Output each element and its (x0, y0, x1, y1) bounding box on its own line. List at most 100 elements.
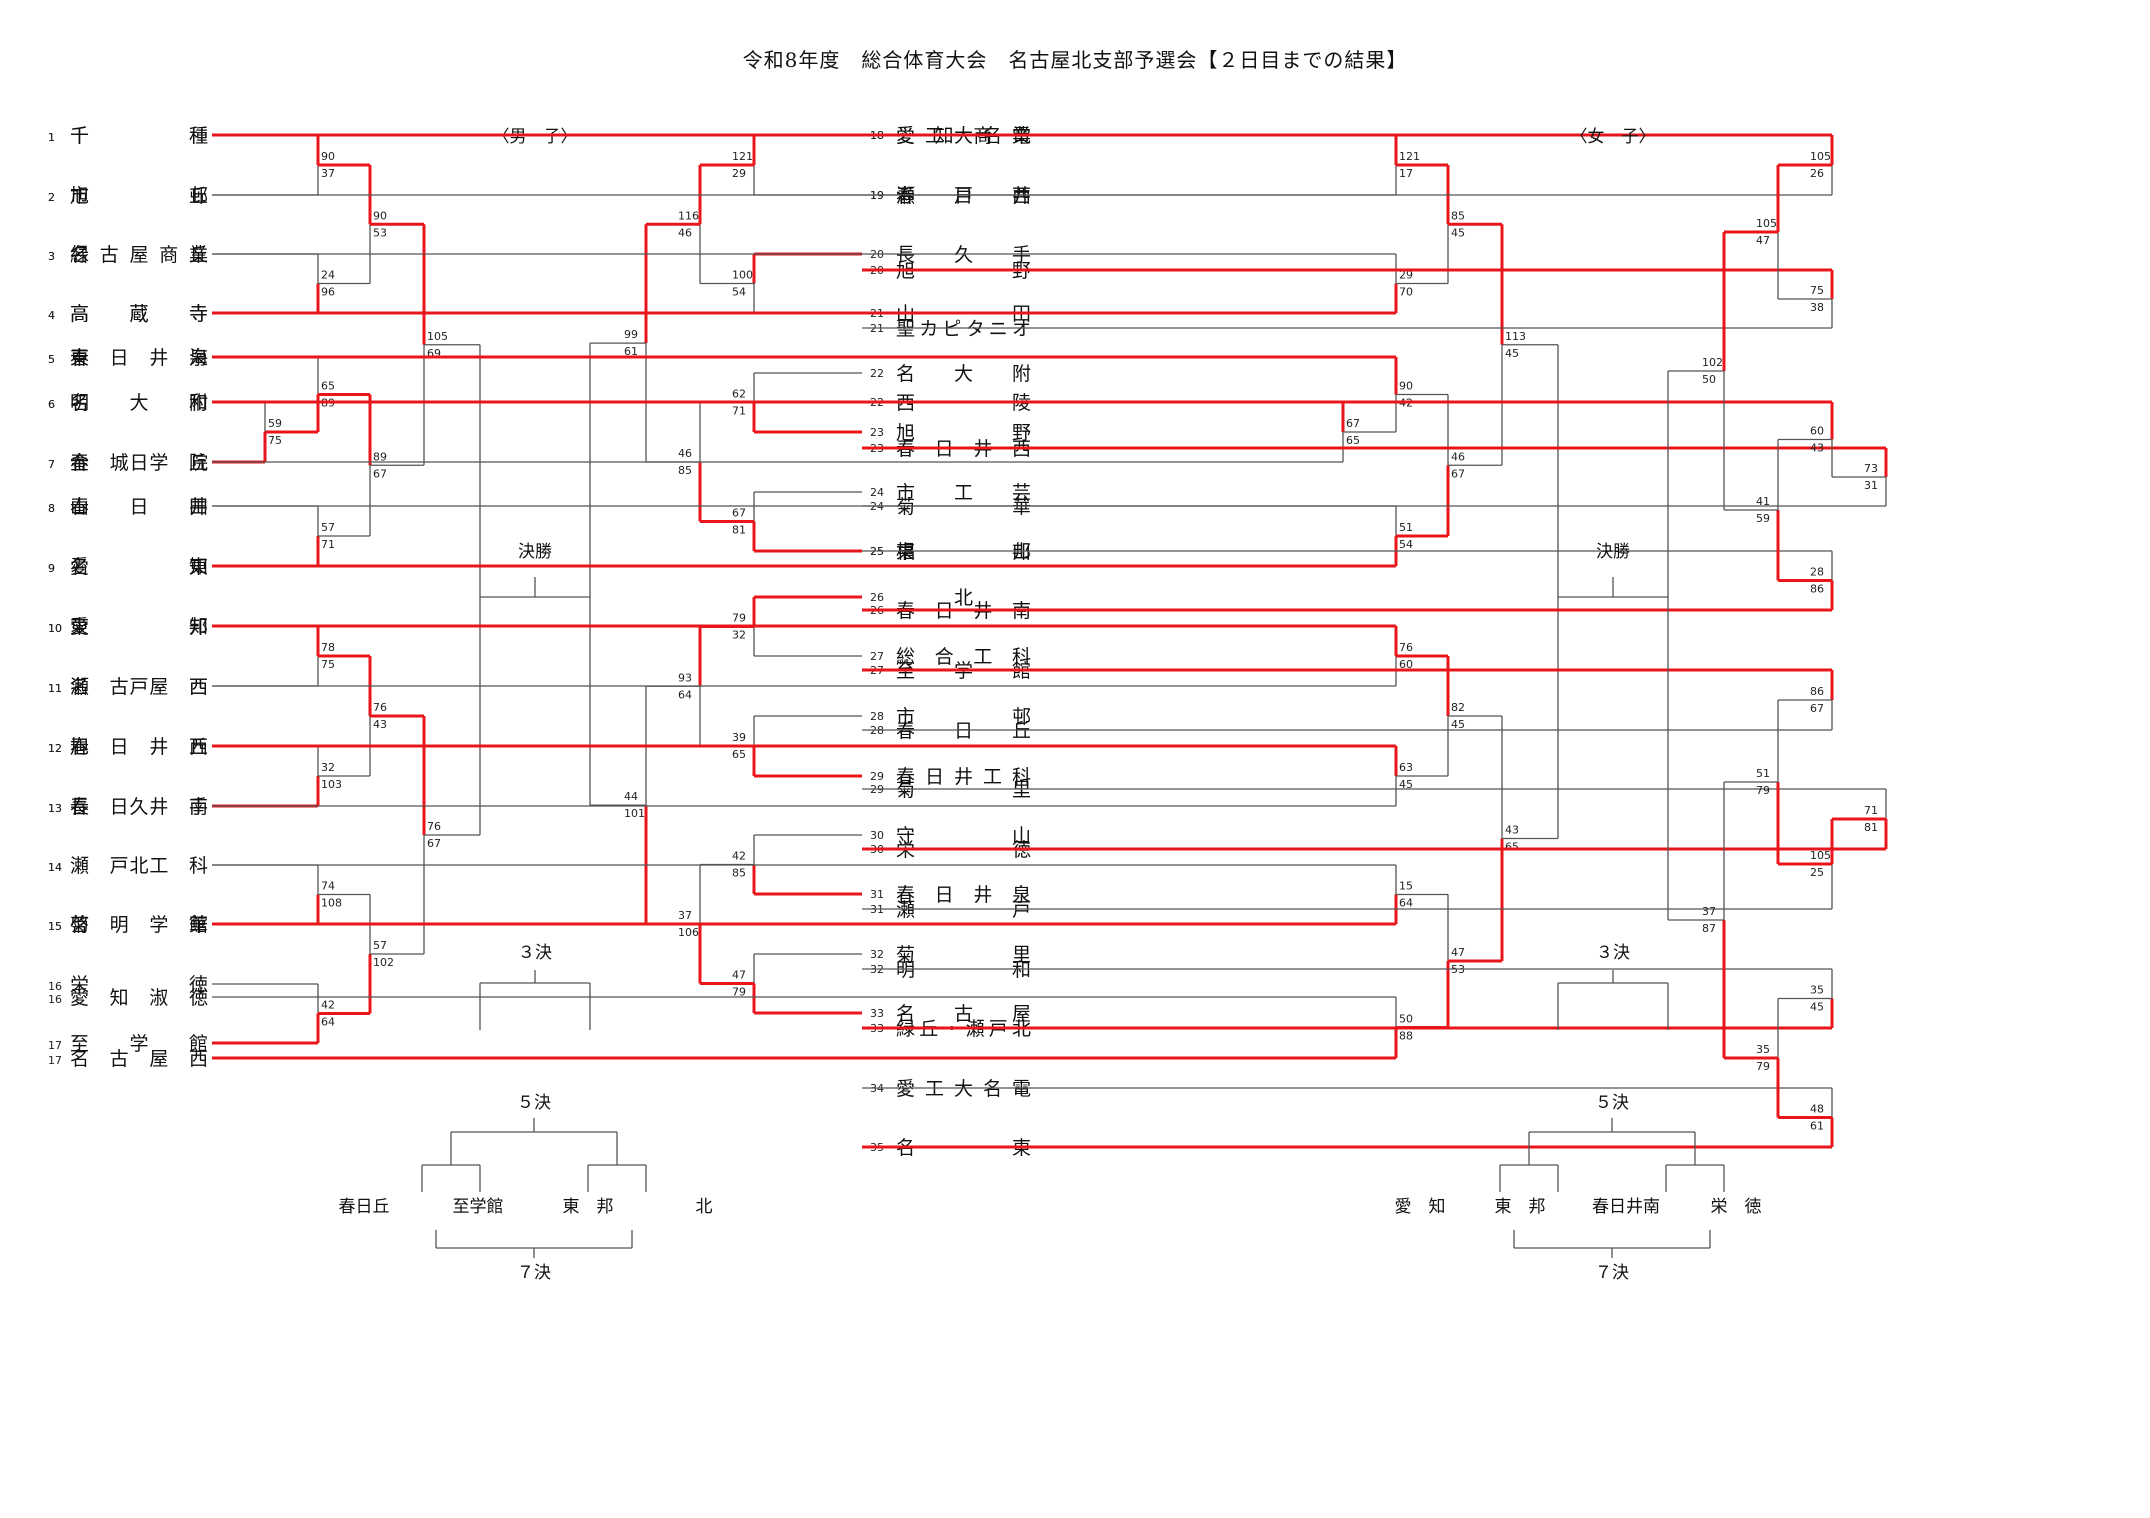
section-label: 〈男 子〉 (493, 127, 578, 147)
match-score-bottom: 64 (1399, 897, 1413, 910)
team-name: 愛 知 (70, 556, 208, 578)
final-label: 決勝 (1596, 542, 1630, 562)
match-score-bottom: 43 (373, 718, 387, 731)
placement-team: 東 邦 (563, 1197, 614, 1217)
match-score-top: 46 (678, 447, 692, 460)
team-name: 緑 丘 (70, 244, 208, 266)
team-number: 15 (48, 920, 62, 933)
team-number: 7 (48, 458, 55, 471)
team-name: 菊 華 (896, 496, 1031, 518)
match-score-bottom: 17 (1399, 167, 1413, 180)
match-score-bottom: 37 (321, 167, 335, 180)
team-number: 9 (48, 562, 55, 575)
match-score-bottom: 87 (1702, 922, 1716, 935)
team-name: 北 (129, 855, 148, 877)
seventh-place-label: ７決 (1595, 1263, 1629, 1283)
team-number: 11 (48, 682, 62, 695)
match-score-bottom: 106 (678, 926, 699, 939)
team-name: 守 山 (896, 825, 1031, 847)
placement-team: 春日井南 (1592, 1197, 1660, 1217)
team-number: 16 (48, 993, 62, 1006)
team-number: 16 (48, 980, 62, 993)
placement-team: 北 (696, 1197, 713, 1217)
seventh-place-label: ７決 (517, 1263, 551, 1283)
match-score-top: 105 (1810, 849, 1831, 862)
match-score-top: 28 (1810, 566, 1824, 579)
match-score-top: 113 (1505, 330, 1526, 343)
match-score-top: 76 (1399, 641, 1413, 654)
match-score-bottom: 65 (1346, 434, 1360, 447)
match-score-top: 121 (1399, 150, 1420, 163)
team-name: 名 東 (70, 556, 208, 578)
team-name: 名古屋商業 (70, 244, 208, 266)
team-number: 17 (48, 1054, 62, 1067)
match-score-bottom: 31 (1864, 479, 1878, 492)
match-score-bottom: 64 (678, 688, 692, 701)
team-name: 菊 里 (896, 779, 1031, 801)
match-score-bottom: 26 (1810, 167, 1824, 180)
team-number: 22 (870, 367, 884, 380)
match-score-bottom: 61 (1810, 1120, 1824, 1133)
match-score-top: 116 (678, 209, 699, 222)
team-name: 明 和 (896, 959, 1031, 981)
match-score-top: 50 (1399, 1013, 1413, 1026)
match-score-top: 90 (373, 209, 387, 222)
team-number: 11 (48, 682, 62, 695)
team-name: 愛工大名電 (896, 1078, 1031, 1100)
team-number: 10 (48, 622, 62, 635)
match-score-top: 105 (427, 330, 448, 343)
match-score-top: 43 (1505, 824, 1519, 837)
team-number: 14 (48, 861, 62, 874)
team-number: 12 (48, 742, 62, 755)
team-name: 北 (954, 587, 973, 609)
team-number: 5 (48, 353, 55, 366)
team-name: 栄 徳 (70, 974, 208, 996)
match-score-top: 67 (732, 507, 746, 520)
match-score-top: 100 (732, 269, 753, 282)
team-number: 3 (48, 250, 55, 263)
match-score-bottom: 103 (321, 778, 342, 791)
match-score-top: 99 (624, 328, 638, 341)
team-number: 15 (48, 920, 62, 933)
match-score-bottom: 85 (732, 867, 746, 880)
team-number: 23 (870, 426, 884, 439)
placement-team: 東 邦 (1495, 1197, 1546, 1217)
match-score-top: 89 (373, 450, 387, 463)
team-number: 32 (870, 948, 884, 961)
team-number: 6 (48, 398, 55, 411)
match-score-top: 105 (1810, 150, 1831, 163)
match-score-bottom: 79 (1756, 784, 1770, 797)
match-score-top: 76 (427, 820, 441, 833)
match-score-top: 79 (732, 612, 746, 625)
match-score-top: 86 (1810, 685, 1824, 698)
team-name: 椙 山 (896, 541, 1031, 563)
team-number: 27 (870, 650, 884, 663)
match-score-bottom: 47 (1756, 234, 1770, 247)
team-name: 長 久 手 (70, 796, 208, 818)
match-score-top: 93 (678, 671, 692, 684)
match-score-top: 59 (268, 417, 282, 430)
match-score-bottom: 54 (1399, 538, 1413, 551)
team-name: 東 邦 (896, 541, 1031, 563)
match-score-top: 78 (321, 641, 335, 654)
match-score-top: 42 (732, 850, 746, 863)
section-label: 〈女 子〉 (1571, 127, 1656, 147)
team-name: 春 日 丘 (70, 452, 208, 474)
match-score-bottom: 53 (373, 226, 387, 239)
team-name: 旭 丘 (70, 736, 208, 758)
match-score-bottom: 81 (732, 524, 746, 537)
team-number: 3 (48, 250, 55, 263)
match-score-bottom: 32 (732, 629, 746, 642)
match-score-bottom: 46 (678, 226, 692, 239)
match-score-bottom: 59 (1756, 512, 1770, 525)
match-score-top: 46 (1451, 450, 1465, 463)
match-score-bottom: 67 (1451, 467, 1465, 480)
team-name: 春 日 丘 (896, 720, 1031, 742)
match-score-top: 39 (732, 731, 746, 744)
team-name: 春日井工科 (896, 766, 1031, 788)
match-score-bottom: 29 (732, 167, 746, 180)
team-number: 12 (48, 742, 62, 755)
match-score-bottom: 75 (268, 434, 282, 447)
team-number: 17 (48, 1039, 62, 1052)
